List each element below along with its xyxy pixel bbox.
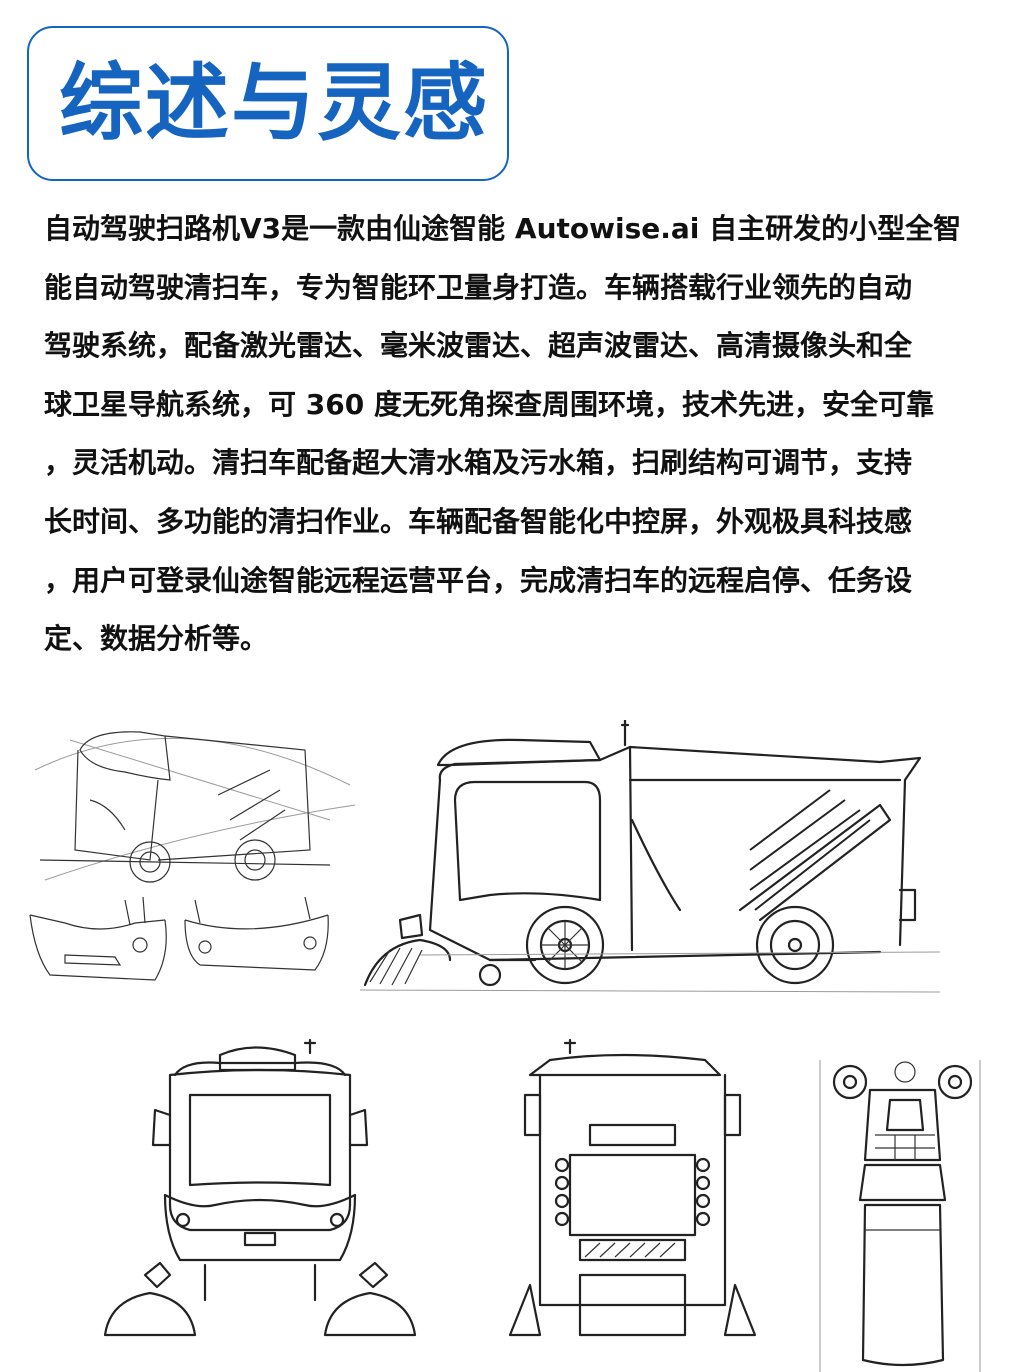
description-paragraph: 自动驾驶扫路机V3是一款由仙途智能 Autowise.ai 自主研发的小型全智 …	[44, 206, 1004, 675]
top-view-sketch	[815, 1060, 995, 1372]
sketch-gallery	[0, 690, 1029, 1372]
side-view-sketch	[360, 720, 940, 1010]
title-box: 综述与灵感	[27, 26, 509, 181]
description-line: 球卫星导航系统，可 360 度无死角探查周围环境，技术先进，安全可靠	[44, 387, 934, 421]
rear-view-sketch	[500, 1035, 760, 1345]
description-line: 能自动驾驶清扫车，专为智能环卫量身打造。车辆搭载行业领先的自动	[44, 270, 913, 304]
page-title: 综述与灵感	[59, 54, 490, 152]
description-line: 长时间、多功能的清扫作业。车辆配备智能化中控屏，外观极具科技感	[44, 504, 913, 538]
description-line: 定、数据分析等。	[44, 622, 269, 656]
description-line: ，用户可登录仙途智能远程运营平台，完成清扫车的远程启停、任务设	[44, 563, 913, 597]
description-line: ，灵活机动。清扫车配备超大清水箱及污水箱，扫刷结构可调节，支持	[44, 446, 913, 480]
description-line: 自动驾驶扫路机V3是一款由仙途智能 Autowise.ai 自主研发的小型全智	[44, 212, 962, 245]
bumper-sketch-left	[25, 895, 175, 995]
description-line: 驾驶系统，配备激光雷达、毫米波雷达、超声波雷达、高清摄像头和全	[44, 329, 913, 363]
bumper-sketch-right	[180, 895, 335, 985]
front-view-sketch	[95, 1035, 425, 1345]
perspective-rough-sketch	[30, 710, 360, 895]
